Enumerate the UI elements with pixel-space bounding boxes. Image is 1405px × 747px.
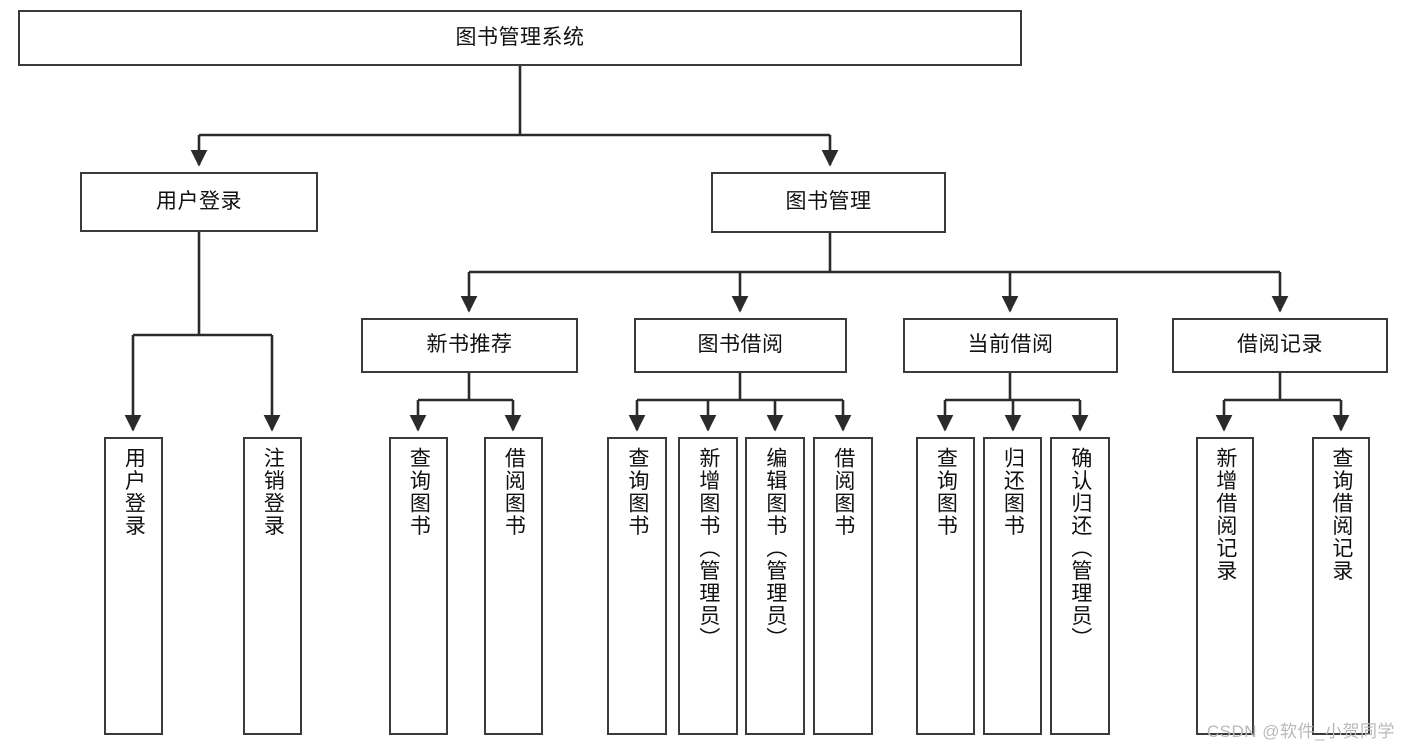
leaf-new-book-query[interactable]: 查询图书 — [389, 437, 448, 735]
node-label: 借阅图书 — [831, 447, 855, 537]
leaf-new-book-borrow[interactable]: 借阅图书 — [484, 437, 543, 735]
leaf-borrow-record-query[interactable]: 查询借阅记录 — [1312, 437, 1370, 735]
node-current-borrow[interactable]: 当前借阅 — [903, 318, 1118, 373]
node-root-book-management-system[interactable]: 图书管理系统 — [18, 10, 1022, 66]
node-label: 借阅记录 — [1237, 333, 1323, 357]
node-book-borrow[interactable]: 图书借阅 — [634, 318, 847, 373]
node-label: 确认归还（管理员） — [1068, 447, 1092, 650]
node-label: 当前借阅 — [967, 333, 1054, 357]
node-user-login[interactable]: 用户登录 — [80, 172, 318, 232]
node-label: 新增图书（管理员） — [696, 447, 720, 650]
node-label: 编辑图书（管理员） — [763, 447, 787, 650]
leaf-current-borrow-return[interactable]: 归还图书 — [983, 437, 1042, 735]
leaf-user-login-signin[interactable]: 用户登录 — [104, 437, 163, 735]
node-label: 用户登录 — [156, 189, 242, 213]
leaf-borrow-record-add[interactable]: 新增借阅记录 — [1196, 437, 1254, 735]
leaf-book-borrow-lend[interactable]: 借阅图书 — [813, 437, 873, 735]
node-new-book-recommend[interactable]: 新书推荐 — [361, 318, 578, 373]
node-label: 用户登录 — [122, 447, 146, 537]
leaf-book-borrow-add[interactable]: 新增图书（管理员） — [678, 437, 738, 735]
node-label: 注销登录 — [261, 447, 285, 537]
node-label: 查询图书 — [625, 447, 649, 537]
node-label: 查询图书 — [407, 447, 431, 537]
node-book-management[interactable]: 图书管理 — [711, 172, 946, 233]
node-label: 图书管理 — [785, 190, 872, 214]
leaf-user-login-signout[interactable]: 注销登录 — [243, 437, 302, 735]
watermark: CSDN @软件_小贺同学 — [1206, 722, 1395, 741]
node-label: 查询图书 — [934, 447, 958, 537]
leaf-current-borrow-query[interactable]: 查询图书 — [916, 437, 975, 735]
node-label: 图书借阅 — [697, 333, 784, 357]
node-label: 归还图书 — [1001, 447, 1025, 537]
leaf-book-borrow-query[interactable]: 查询图书 — [607, 437, 667, 735]
node-borrow-record[interactable]: 借阅记录 — [1172, 318, 1388, 373]
node-label: 查询借阅记录 — [1329, 447, 1353, 582]
leaf-current-borrow-confirm-return[interactable]: 确认归还（管理员） — [1050, 437, 1110, 735]
node-label: 借阅图书 — [502, 447, 526, 537]
node-label: 图书管理系统 — [455, 25, 585, 49]
leaf-book-borrow-edit[interactable]: 编辑图书（管理员） — [745, 437, 805, 735]
node-label: 新书推荐 — [426, 333, 513, 357]
node-label: 新增借阅记录 — [1213, 447, 1237, 582]
